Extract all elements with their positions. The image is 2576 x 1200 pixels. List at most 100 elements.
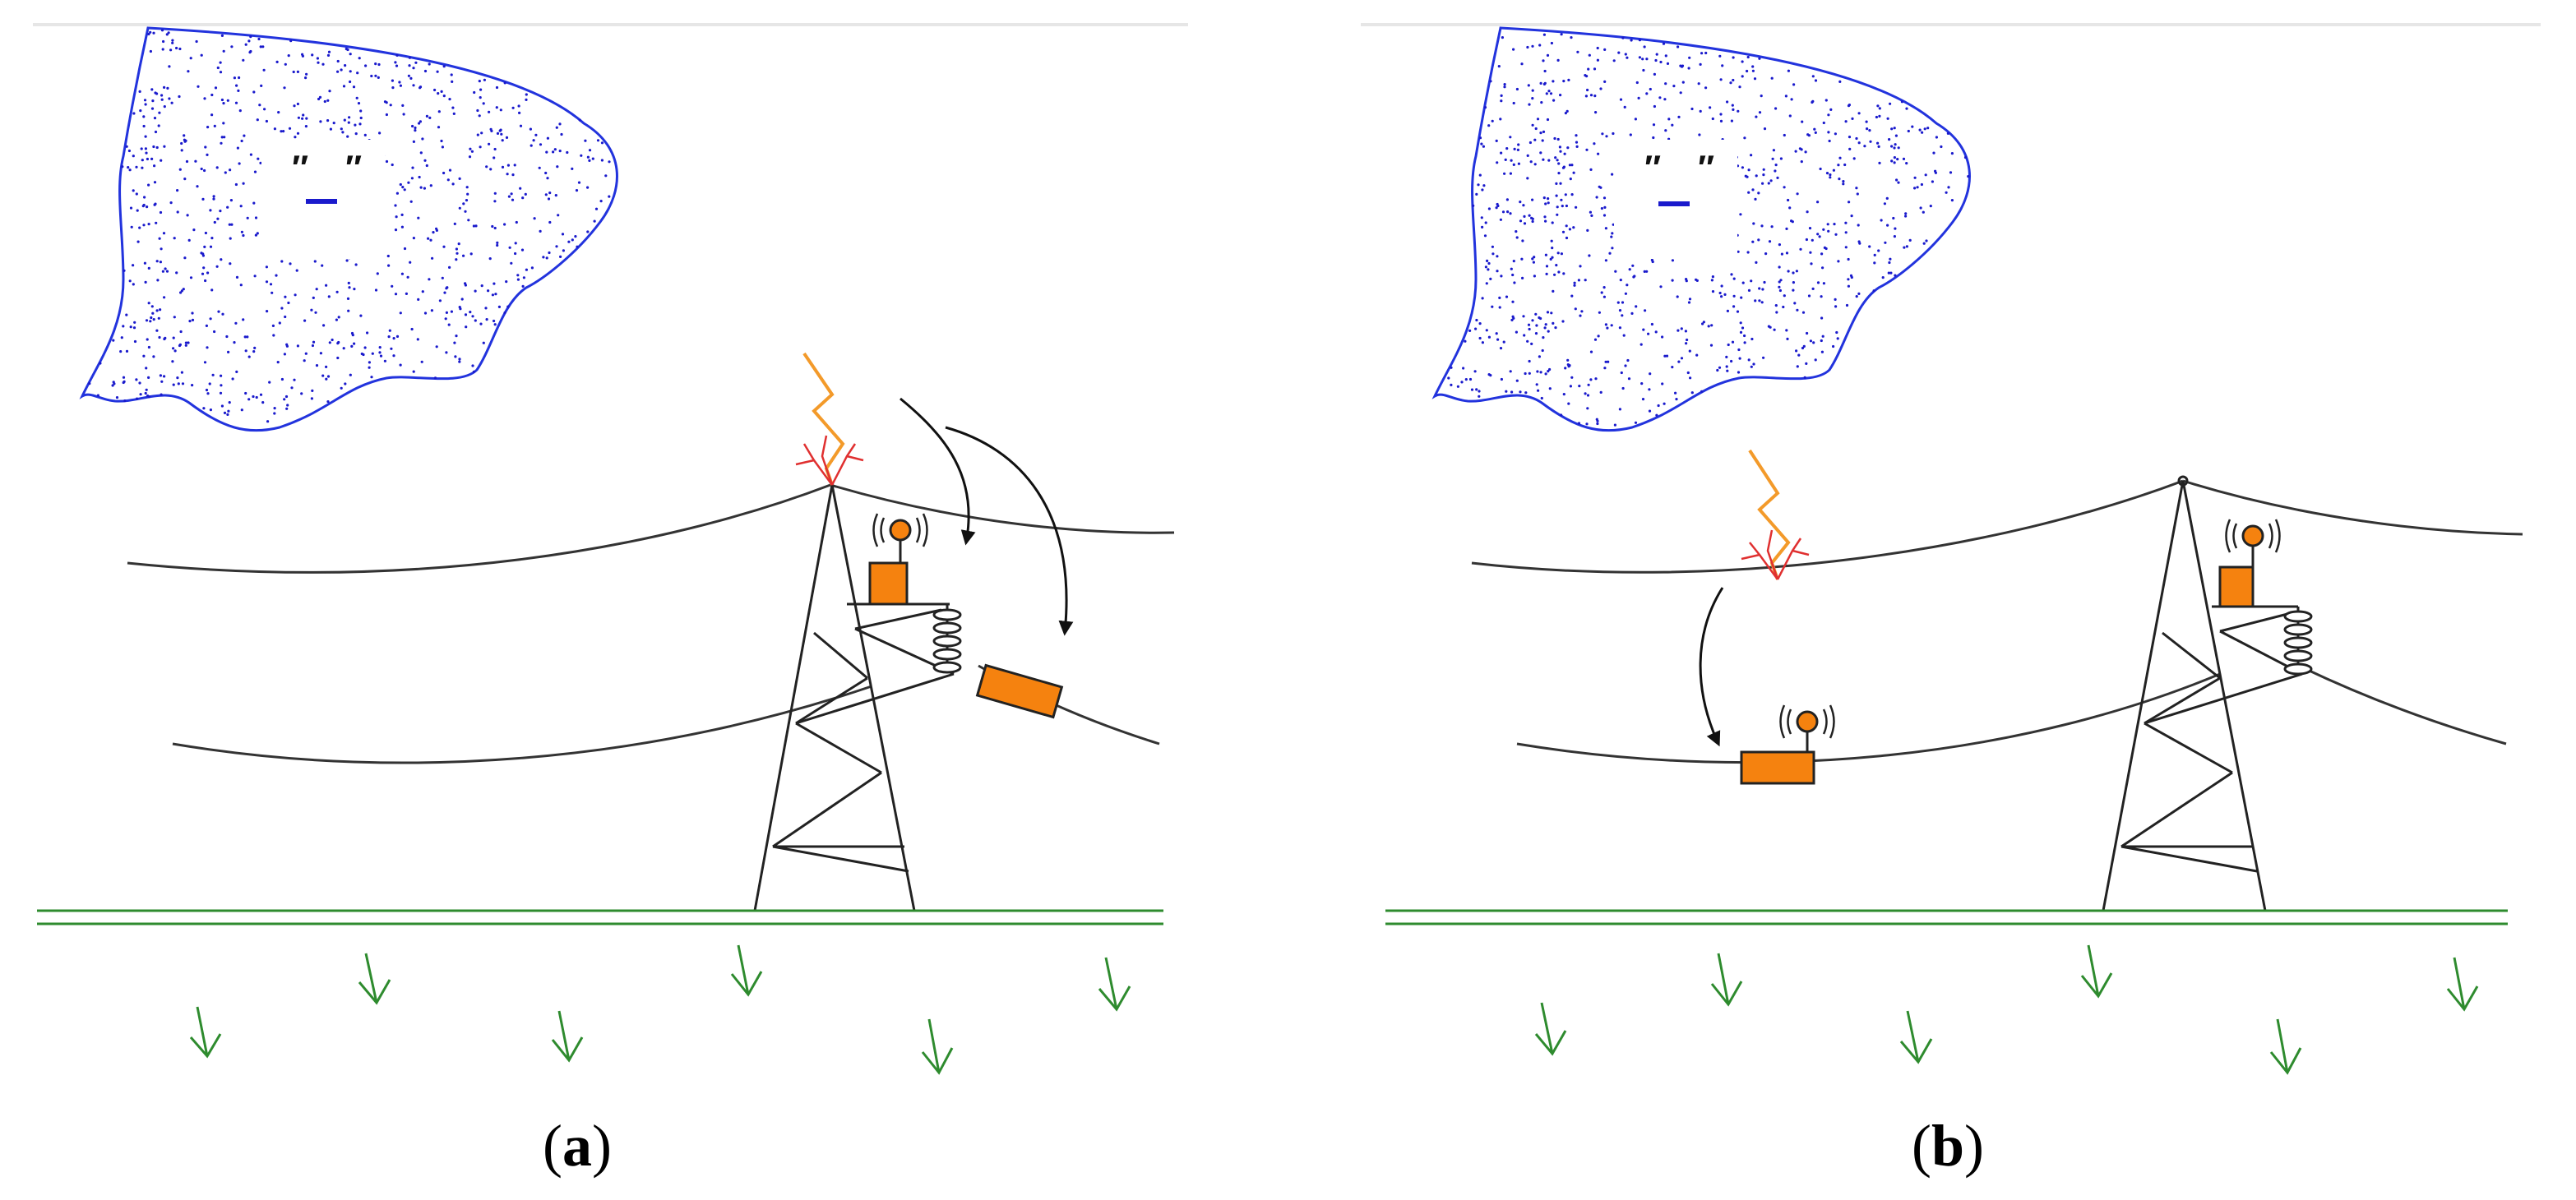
cloud-dot — [1450, 383, 1453, 386]
cloud-dot — [391, 284, 394, 288]
cloud-dot — [1755, 261, 1758, 264]
cloud-dot — [179, 330, 183, 334]
cloud-dot — [560, 132, 563, 136]
cloud-dot — [1805, 362, 1808, 365]
cloud-dot — [136, 240, 140, 243]
cloud-dot — [521, 284, 525, 288]
cloud-dot — [1564, 367, 1567, 370]
cloud-dot — [1848, 147, 1852, 150]
cloud-dot — [259, 393, 263, 396]
cloud-dot — [539, 143, 543, 146]
cloud-dot — [1487, 207, 1491, 210]
cloud-dot — [1827, 229, 1830, 233]
cloud-dot — [233, 76, 236, 80]
cloud-dot — [1618, 326, 1621, 330]
cloud-dot — [165, 270, 169, 273]
cloud-dot — [142, 203, 146, 207]
cloud-dot — [366, 331, 369, 335]
cloud-dot — [272, 334, 275, 337]
ground-line — [1385, 909, 2508, 925]
cloud-dot — [414, 126, 417, 130]
cloud-dot — [1559, 94, 1562, 97]
cloud-dot — [506, 305, 510, 308]
cloud-dot — [1704, 86, 1708, 90]
cloud-dot — [442, 95, 446, 98]
cloud-dot — [310, 397, 313, 400]
cloud-dot — [497, 305, 502, 308]
cloud-dot — [167, 31, 170, 35]
cloud-dot — [1595, 196, 1598, 199]
cloud-dot — [1640, 382, 1644, 385]
cloud-dot — [208, 382, 211, 385]
cloud-dot — [1760, 224, 1764, 228]
cloud-dot — [266, 420, 270, 423]
cloud-dot — [493, 192, 497, 195]
cloud-dot — [1855, 295, 1858, 298]
cloud-dot — [451, 80, 454, 83]
cloud-dot — [1584, 95, 1588, 98]
cloud-dot — [1889, 102, 1892, 105]
cloud-dot — [169, 48, 173, 52]
cloud-dot — [417, 298, 420, 301]
cloud-dot — [265, 265, 268, 269]
cloud-dot — [235, 370, 238, 373]
cloud-dot — [1534, 127, 1538, 131]
cloud-dot — [1763, 280, 1766, 284]
cloud-dot — [1500, 99, 1503, 103]
cloud-dot — [354, 132, 358, 136]
cloud-dot — [1543, 326, 1547, 330]
cloud-dot — [1516, 148, 1519, 151]
cloud-dot — [1834, 132, 1837, 136]
cloud-dot — [141, 166, 144, 169]
cloud-dot — [321, 264, 324, 267]
cloud-dot — [510, 192, 513, 196]
cloud-dot — [1572, 226, 1575, 229]
cloud-dot — [1741, 326, 1745, 330]
cloud-dot — [1637, 96, 1640, 99]
cloud-dot — [252, 201, 256, 205]
cloud-dot — [1548, 387, 1552, 390]
cloud-dot — [448, 98, 451, 101]
cloud-dot — [175, 46, 178, 50]
cloud-dot — [1594, 111, 1598, 114]
cloud-dot — [511, 106, 515, 109]
cloud-dot — [556, 165, 559, 168]
cloud-dot — [1539, 151, 1542, 155]
cloud-dot — [1547, 159, 1551, 162]
cloud-dot — [249, 153, 252, 156]
cloud-dot — [1588, 254, 1591, 257]
cloud-dot — [465, 199, 469, 202]
cloud-dot — [188, 320, 192, 323]
cloud-dot — [514, 242, 517, 245]
cloud-dot — [465, 186, 469, 189]
cloud-dot — [214, 86, 218, 90]
cloud-dot — [394, 228, 398, 232]
cloud-dot — [1602, 196, 1607, 200]
cloud-dot — [1544, 219, 1547, 223]
cloud-dot — [1806, 331, 1809, 335]
cloud-dot — [1638, 39, 1641, 42]
lower-wire-right — [2301, 666, 2507, 745]
cloud-dot — [1511, 300, 1515, 303]
cloud-dot — [530, 266, 534, 270]
cloud-dot — [1723, 293, 1727, 296]
cloud-dot — [546, 136, 550, 140]
cloud-dot — [1949, 171, 1953, 174]
cloud-dot — [1892, 216, 1895, 220]
cloud-dot — [1572, 171, 1575, 174]
cloud-dot — [170, 101, 173, 104]
cloud-dot — [1925, 239, 1928, 242]
cloud-dot — [1626, 358, 1630, 362]
cloud-dot — [1758, 287, 1761, 290]
cloud-dot — [1869, 140, 1872, 143]
cloud-dot — [431, 256, 434, 260]
cloud-dot — [1512, 163, 1515, 166]
cloud-dot — [147, 376, 150, 379]
cloud-dot — [1509, 136, 1512, 139]
cloud-dot — [1805, 238, 1808, 242]
cloud-dot — [246, 216, 249, 219]
cloud-dot — [157, 124, 160, 127]
cloud-dot — [243, 335, 247, 339]
cloud-dot — [196, 185, 199, 188]
cloud-dot — [479, 145, 482, 149]
